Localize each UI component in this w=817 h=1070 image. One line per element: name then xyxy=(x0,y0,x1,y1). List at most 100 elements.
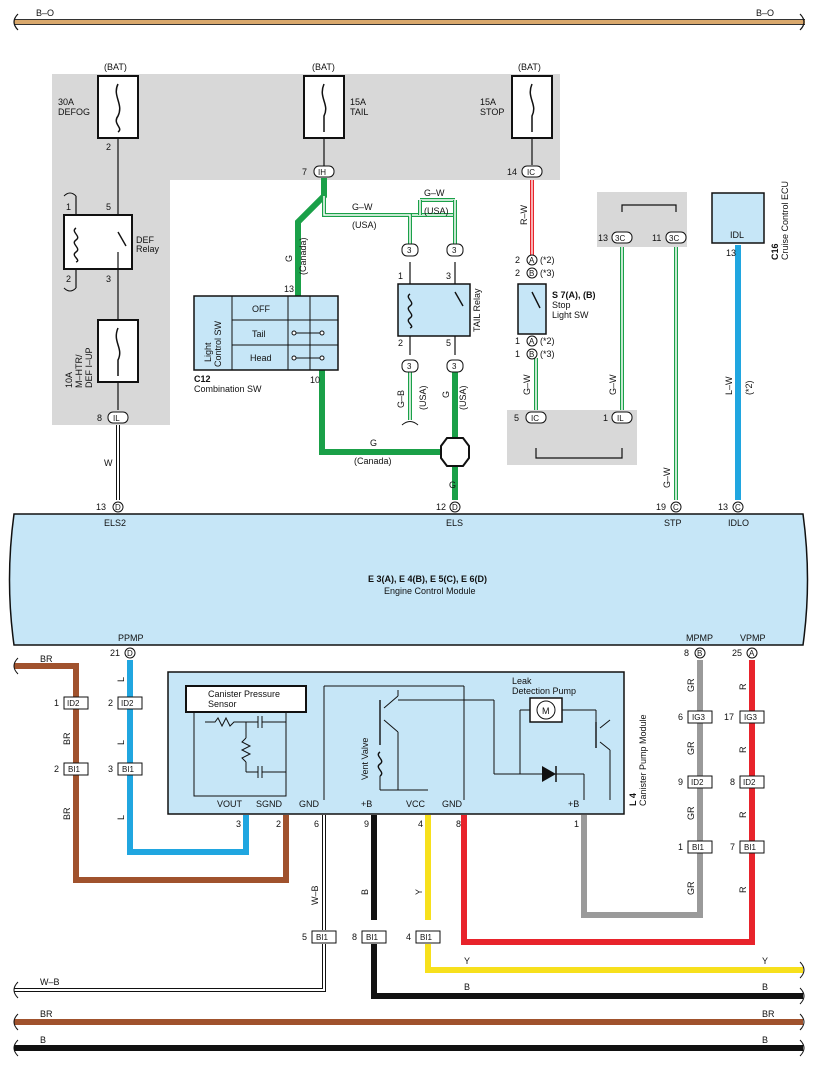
svg-text:L: L xyxy=(116,677,126,682)
svg-text:11: 11 xyxy=(652,233,661,243)
svg-text:W: W xyxy=(104,458,113,468)
fuse-defog: (BAT) 30A DEFOG xyxy=(58,62,139,139)
svg-text:8: 8 xyxy=(456,819,461,829)
svg-text:6: 6 xyxy=(678,712,683,722)
svg-text:ID2: ID2 xyxy=(67,699,80,708)
stop-sw-conn-bottom: A B 1 1 (*2) (*3) xyxy=(515,335,555,360)
svg-text:DEF: DEF xyxy=(136,235,155,245)
svg-text:C: C xyxy=(735,503,741,512)
svg-text:BI1: BI1 xyxy=(68,765,81,774)
svg-text:VPMP: VPMP xyxy=(740,633,766,643)
svg-text:GND: GND xyxy=(442,799,463,809)
svg-text:D: D xyxy=(127,649,133,658)
svg-text:5: 5 xyxy=(446,338,451,348)
svg-text:M: M xyxy=(542,706,550,716)
switch-contact-icon xyxy=(117,231,127,247)
svg-text:G–W: G–W xyxy=(522,374,532,395)
svg-text:5: 5 xyxy=(302,932,307,942)
svg-text:8: 8 xyxy=(730,777,735,787)
svg-text:C12: C12 xyxy=(194,374,211,384)
svg-text:17: 17 xyxy=(724,712,734,722)
svg-text:D: D xyxy=(452,503,458,512)
connector-ih: IH 7 xyxy=(302,165,335,178)
svg-text:(USA): (USA) xyxy=(352,220,377,230)
svg-text:G–W: G–W xyxy=(662,467,672,488)
svg-text:1: 1 xyxy=(54,698,59,708)
svg-text:BI1: BI1 xyxy=(744,843,757,852)
svg-text:(USA): (USA) xyxy=(458,385,468,410)
bus-top-label-right: B–O xyxy=(756,8,774,18)
wire-l xyxy=(127,660,249,855)
svg-text:19: 19 xyxy=(656,502,666,512)
conn-bi1-br: BI1 2 xyxy=(54,762,89,776)
svg-text:(USA): (USA) xyxy=(418,385,428,410)
svg-text:B: B xyxy=(464,982,470,992)
canister-pump-module: Canister Pressure Sensor VOUT SGND GND +… xyxy=(167,671,648,829)
svg-text:C16: C16 xyxy=(770,243,780,260)
svg-text:IL: IL xyxy=(617,414,624,423)
svg-text:2: 2 xyxy=(398,338,403,348)
svg-text:B: B xyxy=(40,1035,46,1045)
svg-text:STP: STP xyxy=(664,518,682,528)
ecm-pin-els2: D 13 ELS2 xyxy=(96,501,126,528)
svg-text:10: 10 xyxy=(310,375,320,385)
svg-text:3C: 3C xyxy=(669,234,679,243)
diode-icon xyxy=(542,766,556,782)
svg-text:1: 1 xyxy=(678,842,683,852)
svg-text:IC: IC xyxy=(527,168,535,177)
svg-text:A: A xyxy=(529,337,535,346)
svg-text:R–W: R–W xyxy=(519,204,529,225)
svg-text:13: 13 xyxy=(284,284,294,294)
svg-text:Head: Head xyxy=(250,353,272,363)
svg-text:3: 3 xyxy=(407,246,412,255)
ecm-pin-vpmp: VPMP A 25 xyxy=(732,633,766,659)
svg-text:G: G xyxy=(441,391,451,398)
connector-il-bottom: IL 1 xyxy=(603,411,633,424)
svg-text:BR: BR xyxy=(40,1009,53,1019)
svg-text:S 7(A), (B): S 7(A), (B) xyxy=(552,290,596,300)
connector-tail-2: 3 xyxy=(446,243,464,257)
ecm-pin-els: D 12 ELS xyxy=(436,501,463,528)
svg-text:(*2): (*2) xyxy=(540,255,555,265)
svg-text:14: 14 xyxy=(507,167,517,177)
conn-bi1-b: BI1 8 xyxy=(352,930,387,944)
splice-junction xyxy=(440,437,470,467)
svg-text:(*3): (*3) xyxy=(540,349,555,359)
svg-text:Vent Valve: Vent Valve xyxy=(360,738,370,780)
svg-text:L 4: L 4 xyxy=(628,793,638,806)
svg-text:2: 2 xyxy=(276,819,281,829)
svg-text:VOUT: VOUT xyxy=(217,799,243,809)
svg-text:SGND: SGND xyxy=(256,799,283,809)
svg-text:4: 4 xyxy=(418,819,423,829)
svg-text:B: B xyxy=(762,982,768,992)
svg-text:MPMP: MPMP xyxy=(686,633,713,643)
svg-text:2: 2 xyxy=(515,268,520,278)
svg-text:C: C xyxy=(673,503,679,512)
svg-text:1: 1 xyxy=(66,202,71,212)
svg-text:Y: Y xyxy=(464,956,470,966)
svg-text:15A: 15A xyxy=(350,97,366,107)
svg-text:BI1: BI1 xyxy=(420,933,433,942)
tail-relay: 1 2 3 5 TAIL Relay xyxy=(397,271,482,348)
coil-icon xyxy=(407,293,413,329)
svg-text:13: 13 xyxy=(96,502,106,512)
svg-text:G–W: G–W xyxy=(424,188,445,198)
svg-text:Y: Y xyxy=(414,889,424,895)
svg-text:Canister Pump Module: Canister Pump Module xyxy=(638,714,648,806)
connector-ic-bottom: IC 5 xyxy=(514,411,547,424)
conn-id2-r: ID2 8 xyxy=(730,775,765,789)
svg-text:(*2): (*2) xyxy=(744,380,754,395)
stop-sw-conn-top: A B 2 2 (*2) (*3) xyxy=(515,254,555,279)
ecm-pin-mpmp: MPMP B 8 xyxy=(684,633,713,659)
fuse-element-icon xyxy=(529,83,535,132)
svg-text:(BAT): (BAT) xyxy=(104,62,127,72)
svg-text:IC: IC xyxy=(531,414,539,423)
svg-text:13: 13 xyxy=(718,502,728,512)
svg-text:7: 7 xyxy=(730,842,735,852)
svg-text:(BAT): (BAT) xyxy=(518,62,541,72)
svg-text:12: 12 xyxy=(436,502,446,512)
svg-text:1: 1 xyxy=(398,271,403,281)
svg-text:Light SW: Light SW xyxy=(552,310,589,320)
connector-tail-1: 3 xyxy=(401,243,419,257)
